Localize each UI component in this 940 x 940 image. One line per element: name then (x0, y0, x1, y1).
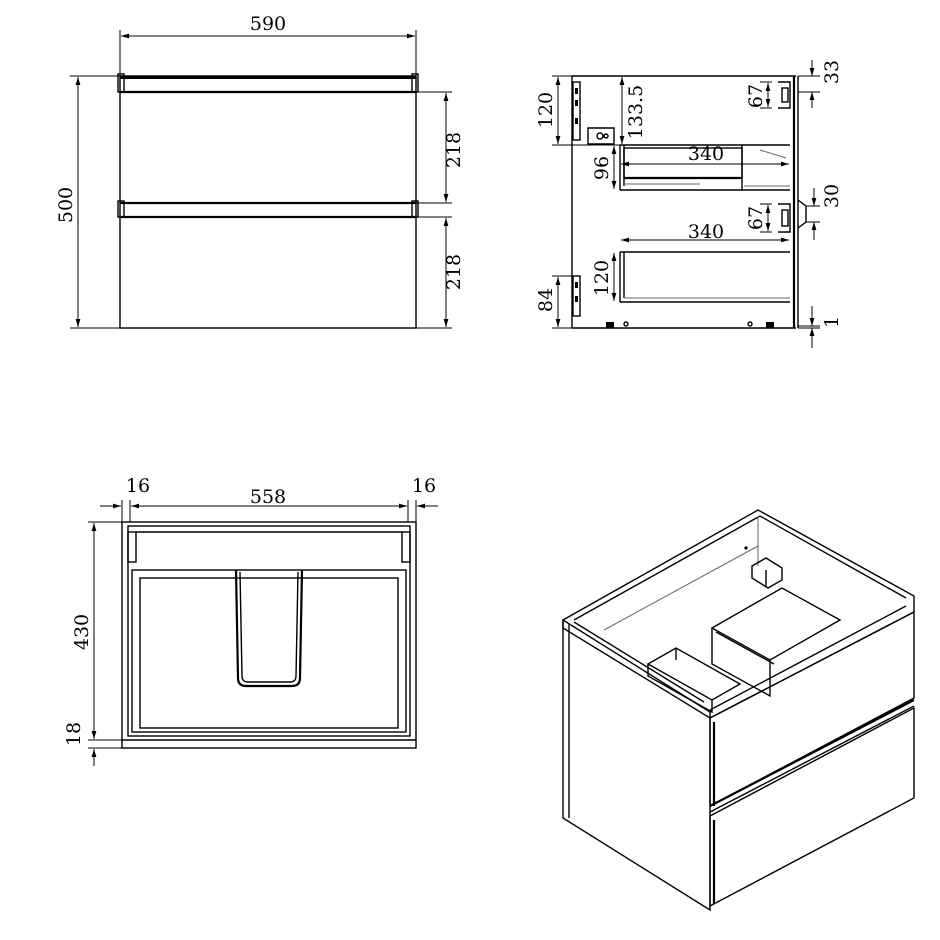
iso-left-side-face (562, 618, 711, 912)
hanging-bracket (587, 127, 615, 145)
front-drawer-top-label: 218 (443, 132, 465, 168)
side-bracket-lower-left (572, 275, 581, 317)
side-bottom-edge-label: 1 (821, 316, 843, 328)
iso-front-drawer-box (646, 647, 742, 701)
iso-hanging-bracket (751, 557, 783, 589)
top-drawer-box (131, 569, 407, 733)
top-left-panel-label: 16 (126, 475, 150, 497)
front-view: 590 500 218 218 (55, 13, 465, 329)
side-upper-drawer-depth-label: 340 (688, 143, 724, 165)
front-top-rail (120, 76, 416, 79)
front-drawer-bottom-label: 218 (443, 254, 465, 290)
top-cabinet-outline (121, 521, 417, 749)
iso-upper-drawer-front (709, 610, 915, 808)
iso-rear-drawer-box (710, 587, 842, 661)
side-top-edge-label: 33 (821, 60, 843, 84)
side-bracket-upper-left (572, 81, 581, 141)
side-upper-drawer-height-label: 96 (591, 156, 613, 180)
side-middle-gap-label: 30 (821, 184, 843, 208)
side-clip-upper (778, 81, 791, 109)
top-handle-loop (234, 569, 304, 688)
top-base-label: 18 (63, 722, 85, 746)
iso-lower-drawer-front (709, 706, 915, 908)
side-lower-drawer-depth-label: 340 (688, 221, 724, 243)
side-top-gap-label: 120 (535, 92, 557, 128)
side-lower-bracket-label: 67 (745, 206, 767, 230)
front-width-label: 590 (250, 13, 286, 35)
side-lower-drawer-height-label: 120 (591, 260, 613, 296)
side-upper-bracket-label: 67 (745, 84, 767, 108)
top-right-panel-label: 16 (412, 475, 436, 497)
front-height-label: 500 (55, 187, 77, 223)
top-inner-width-label: 558 (250, 486, 286, 508)
side-base-gap-label: 84 (535, 288, 557, 312)
side-clip-lower (778, 203, 791, 233)
side-lower-drawer (619, 251, 790, 303)
iso-view (562, 509, 915, 912)
top-depth-label: 430 (71, 614, 93, 650)
iso-top-rim (562, 509, 915, 719)
side-view: 120 133.5 96 340 340 120 84 67 67 33 (535, 60, 843, 348)
top-view: 558 16 16 430 18 (63, 475, 438, 766)
side-rail-offset-label: 133.5 (625, 85, 647, 139)
